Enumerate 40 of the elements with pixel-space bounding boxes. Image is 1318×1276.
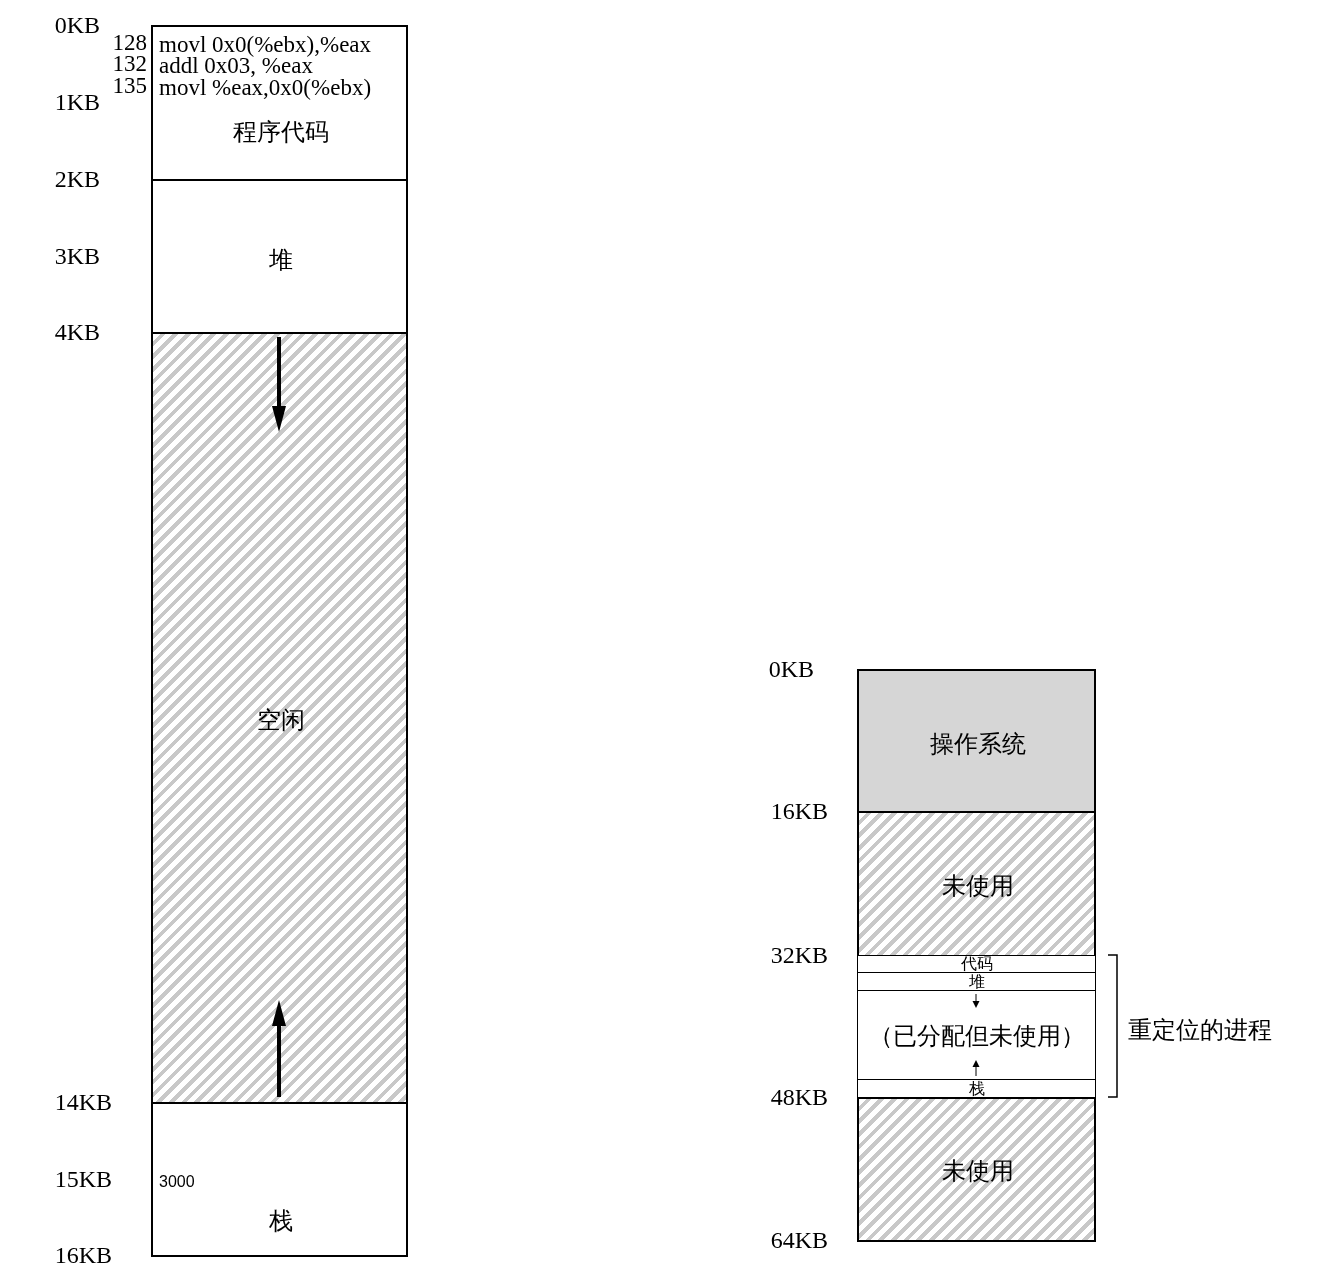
segment-label: 空闲: [257, 708, 305, 732]
line-number: 132: [112, 51, 147, 75]
hatched-segment: [857, 811, 1096, 957]
code-line: movl 0x0(%ebx),%eax: [159, 32, 372, 56]
address-tick-label: 2KB: [54, 167, 100, 191]
address-tick-label: 15KB: [54, 1167, 112, 1191]
segment-label: 栈: [969, 1081, 985, 1097]
address-tick-label: 48KB: [770, 1085, 828, 1109]
memory-segment: [857, 1079, 1096, 1099]
address-tick-label: 64KB: [770, 1228, 828, 1252]
segment-label: 堆: [969, 974, 985, 990]
address-tick-label: 3KB: [54, 244, 100, 268]
address-tick-label: 0KB: [768, 657, 814, 681]
segment-label: 代码: [961, 956, 993, 972]
bracket-label: 重定位的进程: [1128, 1018, 1272, 1042]
segment-label: （已分配但未使用）: [869, 1024, 1085, 1048]
address-tick-label: 1KB: [54, 90, 100, 114]
memory-segment: [151, 25, 408, 181]
address-tick-label: 16KB: [54, 1243, 112, 1267]
memory-segment: [151, 179, 408, 334]
segment-label: 栈: [269, 1209, 293, 1233]
address-tick-label: 16KB: [770, 799, 828, 823]
hatched-segment: [857, 1097, 1096, 1242]
line-number: 128: [112, 30, 147, 54]
memory-segment: [151, 1102, 408, 1257]
line-number: 135: [112, 73, 147, 97]
address-tick-label: 32KB: [770, 943, 828, 967]
memory-segment: [857, 972, 1096, 992]
memory-segment: [857, 990, 1096, 1081]
segment-label: 未使用: [942, 874, 1014, 898]
shaded-segment: [857, 669, 1096, 813]
segment-label: 未使用: [942, 1159, 1014, 1183]
address-tick-label: 0KB: [54, 13, 100, 37]
segment-label: 操作系统: [930, 732, 1026, 756]
address-tick-label: 14KB: [54, 1090, 112, 1114]
segment-label: 堆: [269, 248, 293, 272]
hatched-segment: [151, 332, 408, 1104]
address-label: 3000: [159, 1174, 195, 1190]
segment-label: 程序代码: [233, 120, 329, 144]
address-tick-label: 4KB: [54, 320, 100, 344]
